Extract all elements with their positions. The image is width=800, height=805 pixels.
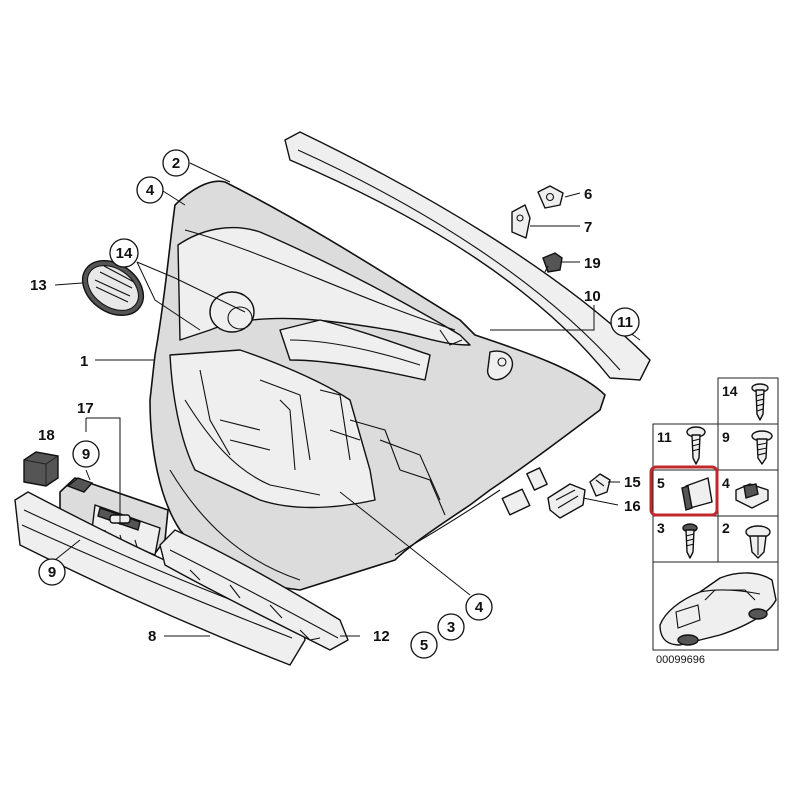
callout-10: 10 [584, 288, 601, 305]
door-trim-panel [149, 180, 606, 591]
callout-19: 19 [584, 255, 601, 272]
window-trim-strip [284, 131, 651, 381]
svg-text:14: 14 [116, 245, 133, 262]
svg-text:4: 4 [146, 182, 155, 199]
callout-3-bottom: 3 [437, 613, 465, 641]
callout-18: 18 [38, 427, 55, 444]
clip-part-5 [681, 477, 713, 511]
armrest-trim [159, 529, 349, 651]
highlight-box [649, 465, 719, 517]
small-cube-part [23, 451, 59, 487]
svg-text:5: 5 [420, 637, 428, 654]
screw-11 [686, 426, 706, 465]
svg-text:4: 4 [475, 599, 484, 616]
grid-label-14: 14 [722, 383, 738, 399]
svg-text:2: 2 [172, 155, 180, 172]
car-silhouette-icon [659, 572, 777, 646]
callout-13: 13 [30, 277, 47, 294]
grid-label-3: 3 [657, 520, 665, 536]
leader-lines [54, 162, 641, 637]
callout-9-switch: 9 [72, 440, 100, 468]
callout-9-strip: 9 [38, 558, 66, 586]
svg-text:3: 3 [447, 619, 455, 636]
speaker-grille [81, 260, 145, 316]
clip-part-6 [537, 185, 564, 209]
screw-9 [751, 430, 773, 465]
grid-label-2: 2 [722, 520, 730, 536]
grid-label-9: 9 [722, 429, 730, 445]
callout-7: 7 [584, 219, 592, 236]
callout-17: 17 [77, 400, 94, 417]
callout-12: 12 [373, 628, 390, 645]
nut-4 [735, 483, 769, 509]
svg-text:9: 9 [48, 564, 56, 581]
rivet-2 [745, 525, 771, 559]
screw-3 [682, 523, 698, 559]
grid-label-5: 5 [657, 475, 665, 491]
grid-label-4: 4 [722, 475, 730, 491]
grid-label-11: 11 [657, 429, 672, 445]
clip-part-7 [511, 204, 531, 239]
callout-2: 2 [162, 149, 190, 177]
callout-6: 6 [584, 186, 592, 203]
screw-14 [751, 383, 769, 421]
callout-5-bottom: 5 [410, 631, 438, 659]
callout-4-bottom: 4 [465, 593, 493, 621]
callout-15: 15 [624, 474, 641, 491]
callout-4-top: 4 [136, 176, 164, 204]
svg-text:11: 11 [617, 314, 633, 331]
clip-part-15 [589, 473, 611, 497]
long-trim-strip [14, 491, 306, 666]
diagram-id: 00099696 [656, 654, 705, 666]
svg-text:9: 9 [82, 446, 90, 463]
fastener-grid: 14 11 9 5 4 3 2 [652, 377, 779, 651]
callout-14: 14 [109, 238, 139, 268]
callout-8: 8 [148, 628, 156, 645]
clip-part-16 [547, 483, 586, 519]
callout-16: 16 [624, 498, 641, 515]
callout-1: 1 [80, 353, 88, 370]
clip-part-19 [542, 252, 563, 273]
callout-11: 11 [610, 307, 640, 337]
